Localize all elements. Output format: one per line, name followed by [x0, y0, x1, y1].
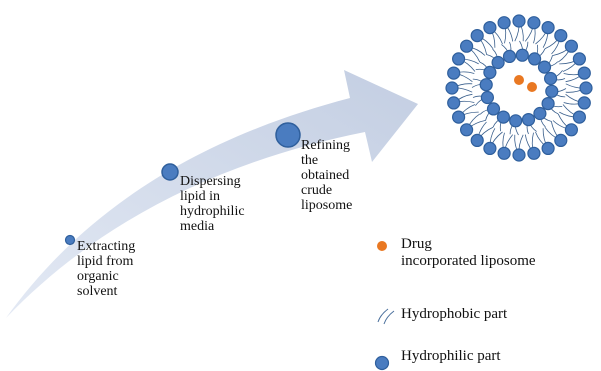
hydrophilic-head: [577, 66, 591, 80]
hydrophilic-head: [496, 110, 510, 124]
hydrophilic-head: [572, 52, 587, 66]
hydrophilic-head: [579, 81, 593, 95]
step-2-node: [161, 163, 179, 181]
hydrophilic-head: [447, 66, 461, 80]
hydrophilic-head: [512, 14, 526, 28]
hydrophilic-head: [483, 141, 497, 155]
hydrophilic-head: [460, 123, 474, 137]
hydrophilic-head: [497, 16, 511, 30]
legend-drug-label: Drug incorporated liposome: [401, 236, 536, 269]
drug-dot-icon: [514, 75, 524, 85]
hydrophilic-head: [480, 90, 494, 105]
hydrophilic-head: [541, 141, 555, 155]
hydrophilic-head: [452, 110, 466, 124]
process-arrow: [6, 70, 418, 318]
hydrophilic-head: [577, 96, 591, 110]
orange-dot-icon: [377, 241, 387, 251]
hydrophilic-head: [527, 16, 541, 30]
hydrophilic-head: [447, 96, 461, 110]
hydrophilic-head: [486, 102, 501, 116]
hydrophilic-head: [470, 133, 484, 147]
drug-dot-icon: [527, 82, 537, 92]
hydrophilic-head: [541, 96, 555, 111]
hydrophilic-head: [452, 52, 466, 66]
lipid-tail-icon: [377, 308, 395, 325]
legend-hydrophobic-label: Hydrophobic part: [401, 306, 508, 322]
step-3-node: [275, 122, 301, 148]
hydrophilic-head: [515, 48, 529, 62]
hydrophilic-head: [527, 52, 542, 66]
hydrophilic-head: [497, 146, 511, 160]
blue-head-icon: [374, 355, 390, 371]
step-3-label: Refining the obtained crude liposome: [301, 138, 353, 213]
hydrophilic-head: [483, 21, 497, 35]
hydrophilic-head: [527, 146, 541, 160]
hydrophilic-head: [564, 39, 579, 53]
hydrophilic-head: [512, 148, 526, 162]
hydrophilic-head: [543, 71, 558, 86]
liposome-lipid-tails: [451, 20, 587, 156]
hydrophilic-head: [533, 106, 547, 121]
hydrophilic-head: [509, 114, 523, 128]
hydrophilic-head: [470, 28, 484, 43]
hydrophilic-head: [554, 133, 568, 147]
hydrophilic-head: [502, 49, 517, 64]
hydrophilic-head: [460, 39, 474, 53]
legend-hydrophilic-label: Hydrophilic part: [401, 348, 501, 364]
hydrophilic-head: [537, 60, 552, 74]
step-1-node: [64, 234, 76, 246]
hydrophilic-head: [491, 55, 505, 70]
step-2-label: Dispersing lipid in hydrophilic media: [180, 174, 245, 234]
hydrophilic-head: [564, 123, 579, 137]
step-1-label: Extracting lipid from organic solvent: [77, 239, 136, 299]
hydrophilic-head: [521, 112, 536, 127]
hydrophilic-head: [545, 84, 559, 98]
hydrophilic-head: [554, 28, 568, 43]
hydrophilic-head: [483, 65, 497, 80]
hydrophilic-head: [572, 110, 587, 124]
hydrophilic-head: [479, 78, 493, 92]
liposome-drug-cargo: [514, 75, 537, 92]
liposome-hydrophilic-heads: [445, 14, 593, 162]
hydrophilic-head: [541, 21, 555, 35]
hydrophilic-head: [445, 81, 459, 95]
